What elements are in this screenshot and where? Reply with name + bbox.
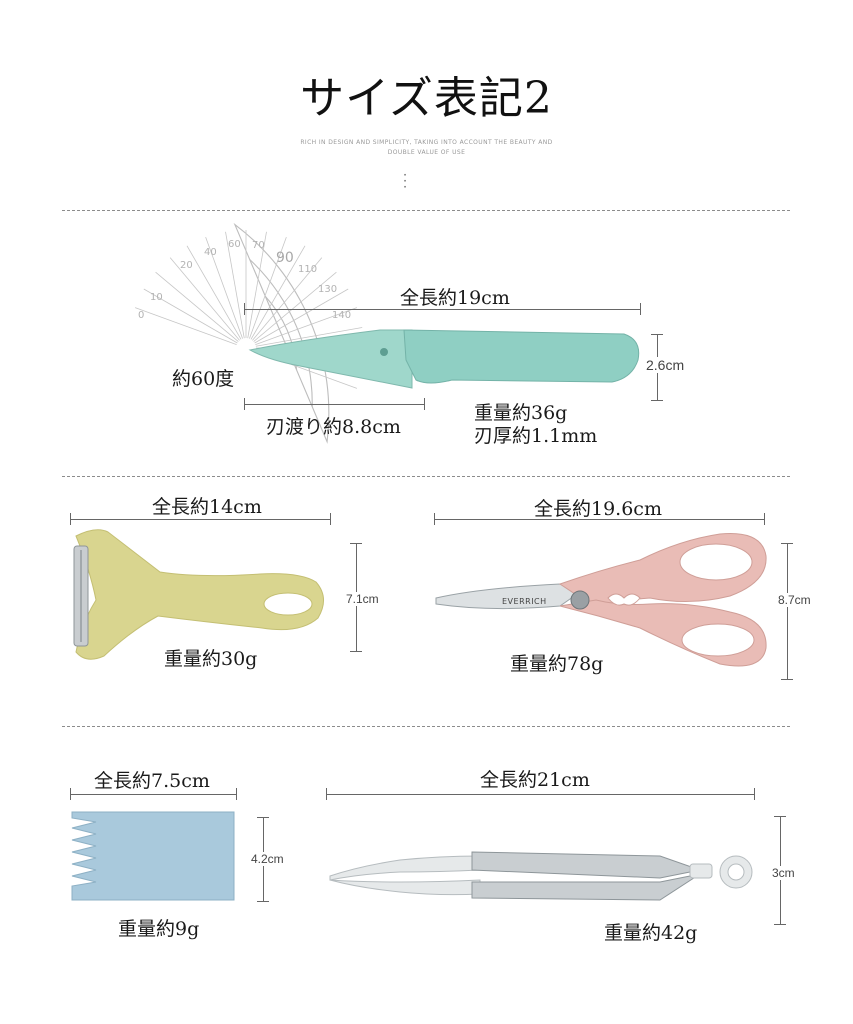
scissors-height-tick-bottom xyxy=(781,679,793,680)
comb-length-tick-right xyxy=(236,788,237,800)
tongs-height-tick-bottom xyxy=(774,924,786,925)
comb-weight-label: 重量約9g xyxy=(118,918,200,940)
blade-length-line xyxy=(244,404,424,405)
comb-height-tick-bottom xyxy=(257,901,269,902)
peeler-height-tick-top xyxy=(350,543,362,544)
peeler-weight-label: 重量約30g xyxy=(164,648,258,670)
knife-height-tick-top xyxy=(651,334,663,335)
scissors-height-label: 8.7cm xyxy=(776,593,813,607)
knife-thickness-label: 刃厚約1.1mm xyxy=(474,425,598,447)
scissors-height-line xyxy=(787,543,788,679)
knife-length-line xyxy=(244,309,640,310)
subtitle-line-2: DOUBLE VALUE OF USE xyxy=(387,149,466,156)
comb-height-label: 4.2cm xyxy=(249,852,286,866)
blade-length-tick-left xyxy=(244,398,245,410)
peeler-length-tick-right xyxy=(330,513,331,525)
svg-text:20: 20 xyxy=(180,260,193,271)
peeler-length-tick-left xyxy=(70,513,71,525)
page-title: サイズ表記2 xyxy=(300,73,553,124)
divider-middle xyxy=(62,476,790,477)
blade-length-tick-right xyxy=(424,398,425,410)
comb-length-label: 全長約7.5cm xyxy=(94,770,210,792)
scissors-weight-label: 重量約78g xyxy=(510,653,604,675)
tongs-length-label: 全長約21cm xyxy=(480,769,590,791)
svg-text:10: 10 xyxy=(150,292,163,303)
knife-height-label: 2.6cm xyxy=(644,357,687,373)
scissors-height-tick-top xyxy=(781,543,793,544)
comb-length-line xyxy=(70,794,236,795)
peeler-height-label: 7.1cm xyxy=(344,592,381,606)
scissors-length-tick-right xyxy=(764,513,765,525)
tongs-length-line xyxy=(326,794,754,795)
svg-text:60: 60 xyxy=(228,239,241,250)
vertical-dots-icon: ··· xyxy=(403,168,407,194)
knife-handle xyxy=(403,329,640,384)
scissors-brand-label: EVERRICH xyxy=(502,597,547,606)
scissors-length-line xyxy=(434,519,764,520)
knife-angle-label: 約60度 xyxy=(172,368,235,390)
blade-length-label: 刃渡り約8.8cm xyxy=(266,416,401,438)
divider-bottom xyxy=(62,726,790,727)
divider-top xyxy=(62,210,790,211)
knife-weight-label: 重量約36g xyxy=(474,402,568,424)
peeler-length-label: 全長約14cm xyxy=(152,496,262,518)
peeler-height-tick-bottom xyxy=(350,651,362,652)
comb-height-tick-top xyxy=(257,817,269,818)
svg-text:0: 0 xyxy=(138,310,144,321)
tongs-weight-label: 重量約42g xyxy=(604,922,698,944)
svg-text:70: 70 xyxy=(252,240,265,251)
subtitle-line-1: RICH IN DESIGN AND SIMPLICITY, TAKING IN… xyxy=(300,139,553,146)
svg-text:90: 90 xyxy=(276,250,294,266)
svg-text:130: 130 xyxy=(318,284,337,295)
tongs-length-tick-right xyxy=(754,788,755,800)
comb-length-tick-left xyxy=(70,788,71,800)
knife-length-tick-right xyxy=(640,303,641,315)
svg-text:40: 40 xyxy=(204,247,217,258)
knife-length-label: 全長約19cm xyxy=(400,287,510,309)
tongs-height-label: 3cm xyxy=(770,866,797,880)
knife-length-tick-left xyxy=(244,303,245,315)
knife-height-tick-bottom xyxy=(651,400,663,401)
scissors-length-tick-left xyxy=(434,513,435,525)
peeler-length-line xyxy=(70,519,330,520)
tongs-height-tick-top xyxy=(774,816,786,817)
svg-text:110: 110 xyxy=(298,264,317,275)
svg-text:140: 140 xyxy=(332,310,351,321)
scissors-length-label: 全長約19.6cm xyxy=(534,498,662,520)
tongs-length-tick-left xyxy=(326,788,327,800)
